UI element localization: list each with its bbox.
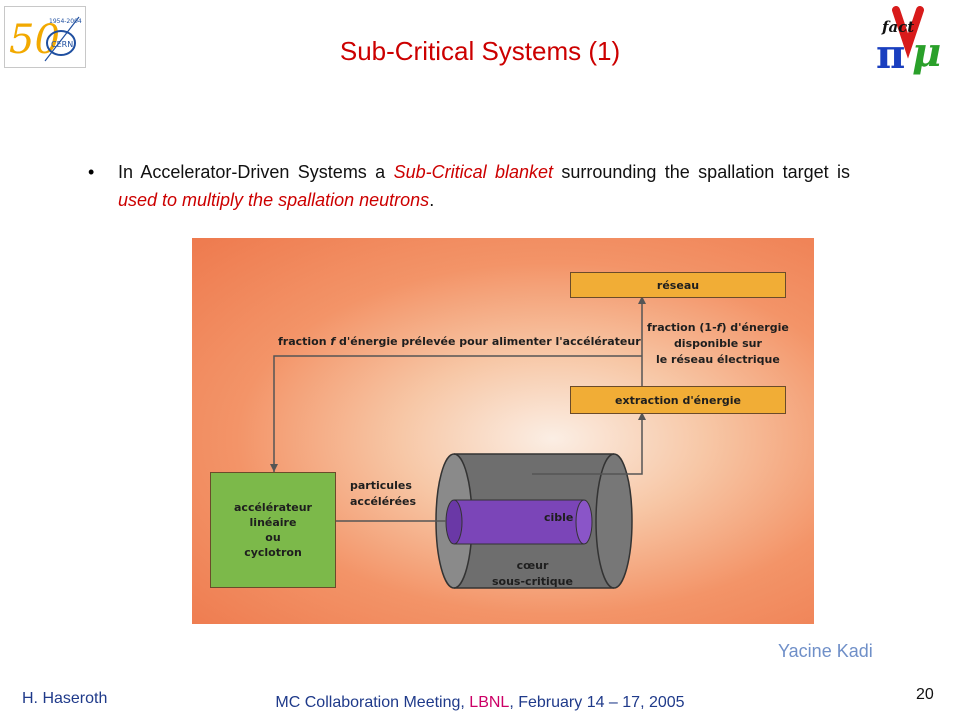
feedback-line <box>273 355 642 472</box>
cern-logo-number: 50 <box>9 17 60 63</box>
page-number: 20 <box>916 686 934 703</box>
bullet-text: In Accelerator-Driven Systems a Sub-Crit… <box>118 158 850 214</box>
fact-word: fact <box>881 18 914 36</box>
fraction-1f-line: le réseau électrique <box>655 353 780 366</box>
target-cylinder-body <box>454 500 584 544</box>
footer-author: H. Haseroth <box>22 690 108 707</box>
target-cylinder-end <box>575 499 593 545</box>
accelerator-line: cyclotron <box>244 546 302 559</box>
particles-line: particules <box>350 479 412 492</box>
bullet-highlight-multiply: used to multiply the spallation neutrons <box>118 190 430 210</box>
target-label: cible <box>544 511 574 524</box>
ads-diagram: réseau extraction d'énergie accélérateur… <box>192 238 814 624</box>
reseau-box: réseau <box>570 272 786 298</box>
cern-logo-years: 1954-2004 <box>49 18 82 25</box>
footer-meeting-lbnl: LBNL <box>469 694 510 711</box>
fraction-1f-line: disponible sur <box>673 337 762 350</box>
cern-beam-line-icon <box>44 16 80 62</box>
bullet-marker: • <box>88 162 95 182</box>
target-cylinder-face <box>445 499 463 545</box>
bullet-text-part: In Accelerator-Driven Systems a <box>118 162 394 182</box>
cern-logo-name: CERN <box>51 40 73 49</box>
core-line: cœur <box>516 559 549 572</box>
cern-50-logo: 50 CERN 1954-2004 <box>4 6 86 68</box>
particles-line: accélérées <box>350 495 417 508</box>
image-credit: Yacine Kadi <box>778 641 873 661</box>
accelerator-line: linéaire <box>249 516 297 529</box>
footer-meeting-text: MC Collaboration Meeting, <box>275 694 470 711</box>
bullet-text-part: surrounding the spallation target is <box>553 162 850 182</box>
accelerator-line: accélérateur <box>234 501 312 514</box>
bullet-text-part: . <box>429 190 435 210</box>
diagram-connectors <box>270 296 646 589</box>
slide-title: Sub-Critical Systems (1) <box>339 36 621 66</box>
extraction-box: extraction d'énergie <box>570 386 786 414</box>
bullet-highlight-subcritical: Sub-Critical blanket <box>393 162 553 182</box>
footer-meeting-text: , February 14 – 17, 2005 <box>509 694 685 711</box>
nu-letter-icon <box>892 6 924 59</box>
core-line: sous-critique <box>492 575 573 588</box>
fraction-1f-label: fraction (1-f) d'énergie disponible sur … <box>647 320 789 368</box>
pi-letter-icon: π <box>876 31 905 78</box>
footer-meeting: MC Collaboration Meeting, LBNL, February… <box>0 694 960 712</box>
cern-ring-icon <box>46 30 76 56</box>
mu-letter-icon: μ <box>912 29 941 76</box>
accelerator-line: ou <box>265 531 281 544</box>
particles-label: particules accélérées <box>350 478 416 510</box>
accelerator-box: accélérateur linéaire ou cyclotron <box>210 472 336 588</box>
core-label: cœur sous-critique <box>492 558 573 590</box>
core-to-extraction-line <box>532 412 643 475</box>
fraction-f-label: fraction f d'énergie prélevée pour alime… <box>278 335 641 348</box>
neutrino-factory-logo: π μ fact <box>872 6 956 78</box>
fraction-1f-line: fraction (1-f) d'énergie <box>647 321 789 334</box>
